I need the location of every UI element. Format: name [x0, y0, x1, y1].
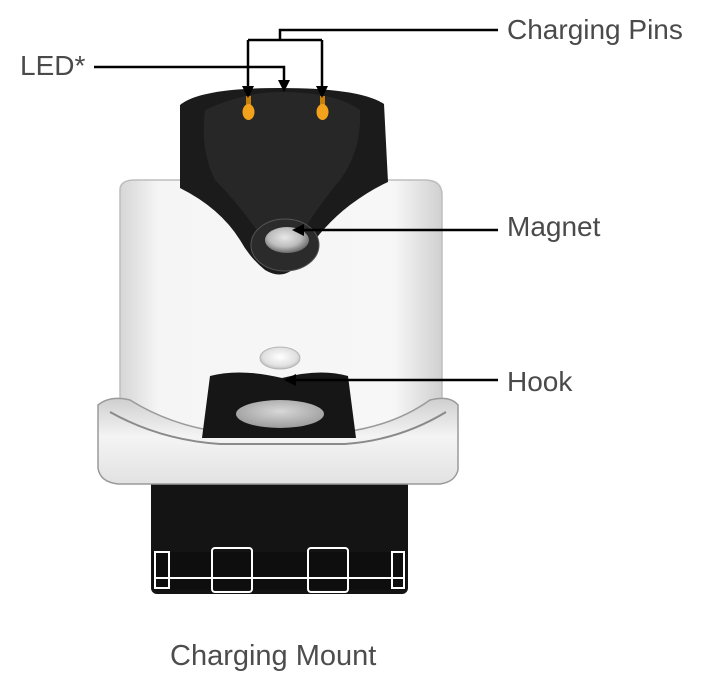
diagram-caption: Charging Mount [170, 640, 377, 672]
label-magnet: Magnet [507, 211, 601, 242]
mount-cradle [97, 397, 459, 485]
leader-led [94, 65, 290, 92]
charging-pin-right [316, 96, 329, 120]
mount-head [180, 88, 388, 275]
indicator-light [259, 346, 301, 370]
leader-magnet [292, 224, 498, 236]
mount-base [151, 472, 408, 594]
label-hook: Hook [507, 366, 573, 397]
hook [202, 372, 356, 438]
magnet [250, 218, 320, 272]
mount-shell [119, 179, 443, 441]
leader-charging-pins [242, 28, 498, 98]
label-led: LED* [20, 50, 86, 81]
leader-hook [284, 374, 498, 386]
charging-pin-left [242, 96, 255, 120]
label-charging-pins: Charging Pins [507, 14, 683, 45]
